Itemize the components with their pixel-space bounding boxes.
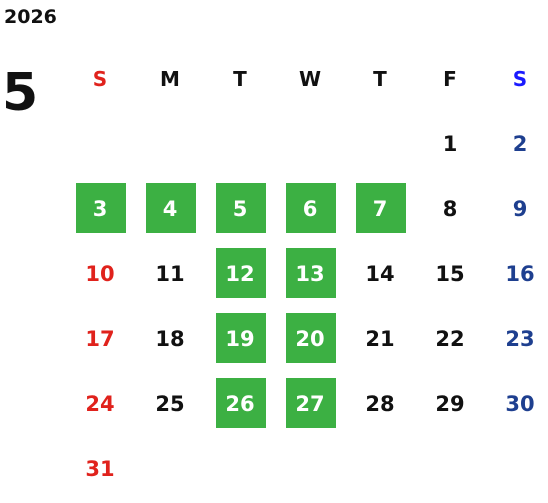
month-label: 5 (2, 63, 39, 123)
day-number: 16 (505, 261, 535, 286)
day-cell: 25 (135, 371, 205, 436)
day-number: 20 (295, 326, 325, 351)
day-number: 22 (435, 326, 465, 351)
day-number: 13 (295, 261, 325, 286)
day-cell: 29 (415, 371, 485, 436)
day-number: 21 (365, 326, 395, 351)
day-cell (65, 111, 135, 176)
day-number: 9 (512, 196, 528, 221)
day-number: 30 (505, 391, 535, 416)
day-number: 28 (365, 391, 395, 416)
day-number: 10 (85, 261, 115, 286)
highlight-box (356, 183, 406, 233)
day-cell: 1 (415, 111, 485, 176)
day-cell: 9 (485, 176, 548, 241)
day-cell: 10 (65, 241, 135, 306)
day-cell: 15 (415, 241, 485, 306)
day-cell (135, 111, 205, 176)
day-cell: 3 (65, 176, 135, 241)
day-number: 1 (442, 131, 458, 156)
day-number: 19 (225, 326, 255, 351)
weekday-header-fri: F (443, 66, 457, 91)
day-cell: 12 (205, 241, 275, 306)
day-cell (485, 436, 548, 501)
day-cell (275, 111, 345, 176)
weekday-header-thu: T (373, 66, 387, 91)
day-cell: 6 (275, 176, 345, 241)
day-cell: 28 (345, 371, 415, 436)
day-cell (345, 111, 415, 176)
day-number: 15 (435, 261, 465, 286)
day-number: 24 (85, 391, 115, 416)
day-cell: 23 (485, 306, 548, 371)
day-cell (415, 436, 485, 501)
day-cell: 26 (205, 371, 275, 436)
day-number: 12 (225, 261, 255, 286)
day-number: 8 (442, 196, 458, 221)
day-number: 11 (155, 261, 185, 286)
day-cell: 4 (135, 176, 205, 241)
day-number: 25 (155, 391, 185, 416)
day-cell (135, 436, 205, 501)
day-cell: 24 (65, 371, 135, 436)
day-cell: 31 (65, 436, 135, 501)
day-cell: 30 (485, 371, 548, 436)
day-cell: 20 (275, 306, 345, 371)
day-cell: 22 (415, 306, 485, 371)
day-cell: 19 (205, 306, 275, 371)
day-cell: 8 (415, 176, 485, 241)
weekday-header-wed: W (298, 66, 322, 91)
calendar-grid: S M T W T F S 1 2 3 4 5 6 7 8 9 10 11 12… (65, 46, 548, 501)
highlight-box (216, 313, 266, 363)
day-number: 14 (365, 261, 395, 286)
highlight-box (76, 183, 126, 233)
weekday-header-sat: S (512, 66, 528, 91)
day-number: 23 (505, 326, 535, 351)
highlight-box (216, 378, 266, 428)
highlight-box (286, 378, 336, 428)
day-cell (205, 436, 275, 501)
day-cell: 5 (205, 176, 275, 241)
day-number: 4 (162, 196, 178, 221)
highlight-box (216, 248, 266, 298)
weekday-header-tue: T (233, 66, 247, 91)
day-number: 29 (435, 391, 465, 416)
day-number: 5 (232, 196, 248, 221)
day-number: 26 (225, 391, 255, 416)
highlight-box (286, 248, 336, 298)
day-cell: 21 (345, 306, 415, 371)
day-cell (205, 111, 275, 176)
day-cell: 14 (345, 241, 415, 306)
day-cell: 16 (485, 241, 548, 306)
day-number: 31 (85, 456, 115, 481)
day-cell: 2 (485, 111, 548, 176)
day-number: 27 (295, 391, 325, 416)
highlight-box (216, 183, 266, 233)
day-number: 18 (155, 326, 185, 351)
day-cell: 7 (345, 176, 415, 241)
day-number: 7 (372, 196, 388, 221)
day-cell: 13 (275, 241, 345, 306)
day-cell: 27 (275, 371, 345, 436)
highlight-box (146, 183, 196, 233)
day-cell: 17 (65, 306, 135, 371)
day-cell: 11 (135, 241, 205, 306)
weekday-header-mon: M (160, 66, 180, 91)
day-number: 6 (302, 196, 318, 221)
day-cell: 18 (135, 306, 205, 371)
weekday-header-sun: S (92, 66, 108, 91)
year-label: 2026 (4, 6, 57, 28)
highlight-box (286, 313, 336, 363)
day-cell (275, 436, 345, 501)
day-number: 17 (85, 326, 115, 351)
day-number: 2 (512, 131, 528, 156)
highlight-box (286, 183, 336, 233)
day-cell (345, 436, 415, 501)
day-number: 3 (92, 196, 108, 221)
